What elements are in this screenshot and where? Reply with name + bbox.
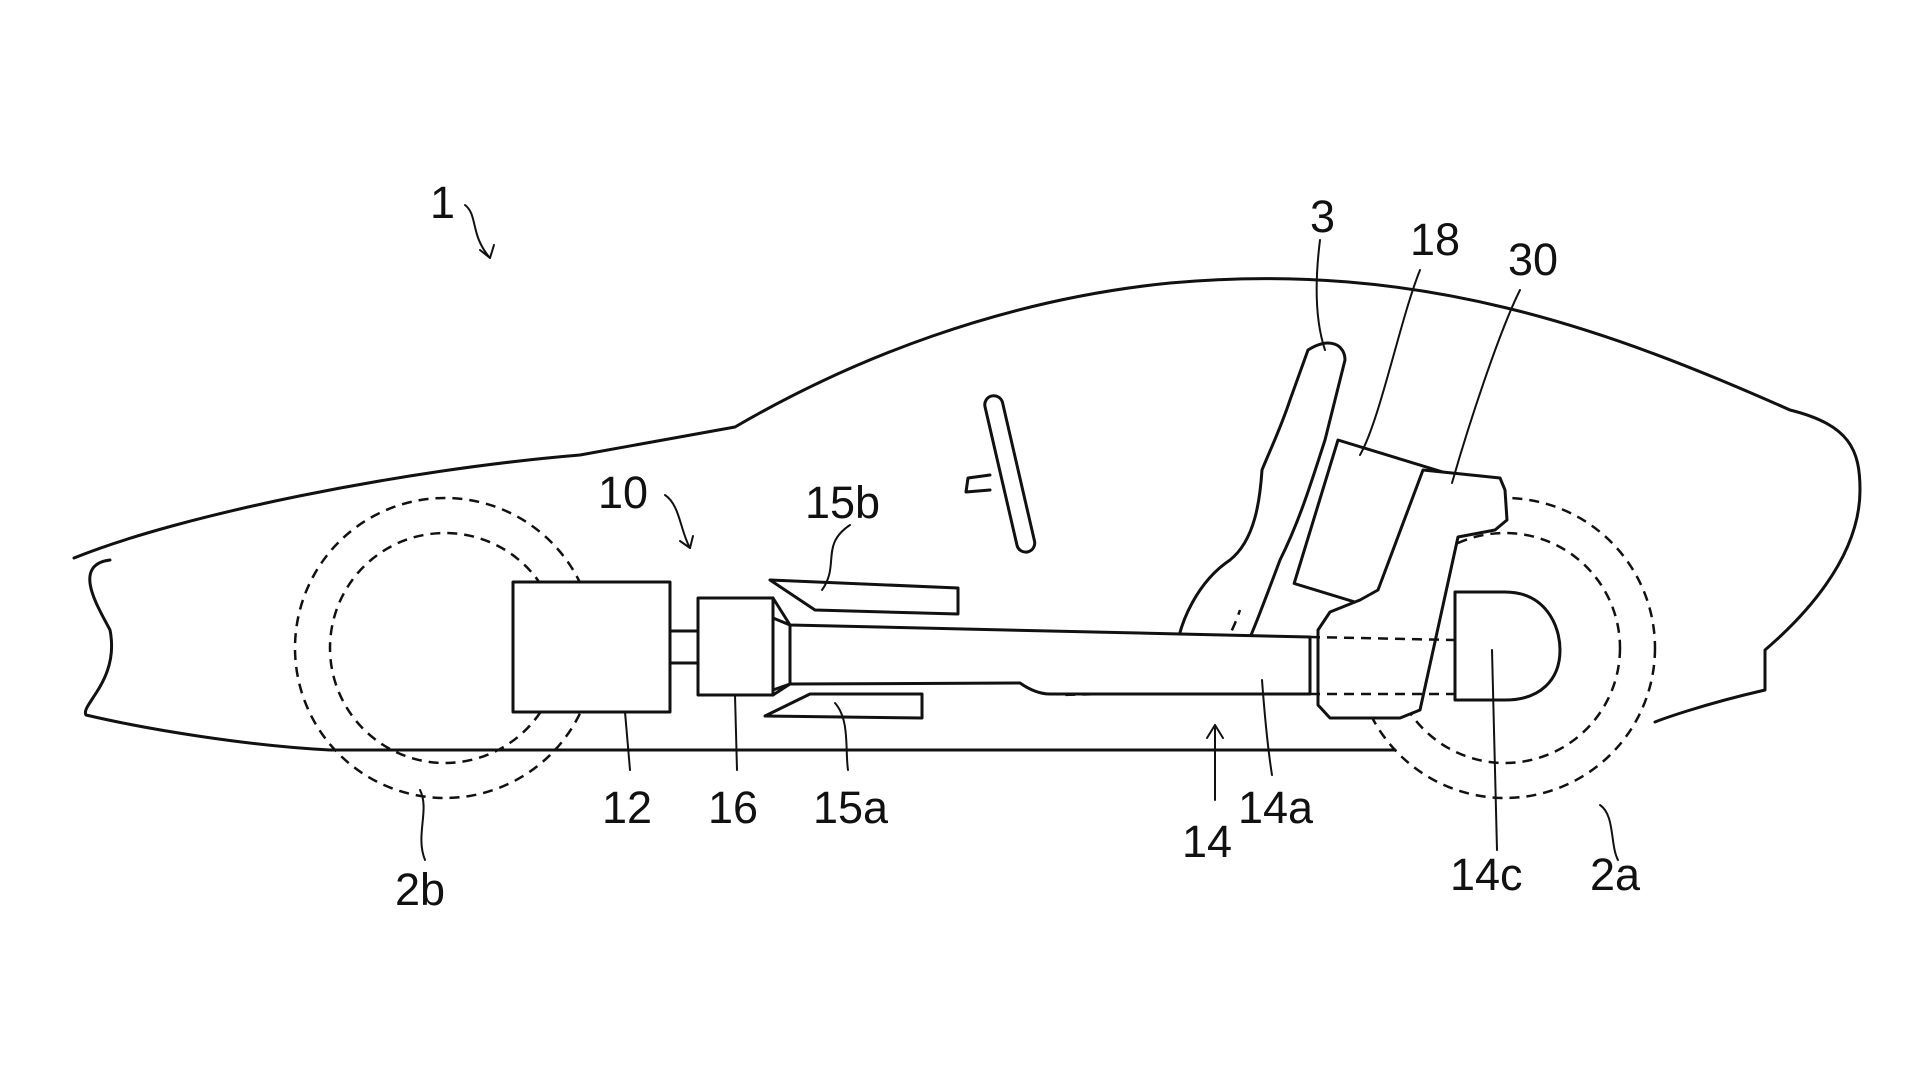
leader-engine bbox=[624, 711, 631, 771]
leader-exhaust-lower bbox=[834, 702, 849, 771]
label-seat: 3 bbox=[1310, 191, 1335, 242]
label-subframe: 30 bbox=[1508, 234, 1558, 285]
leader-lines bbox=[419, 204, 1619, 861]
label-battery: 18 bbox=[1410, 214, 1460, 265]
leader-powertrain bbox=[664, 494, 691, 549]
reference-labels: 1 3 18 30 10 15b 12 16 15a 14a 14 14c 2a… bbox=[395, 177, 1641, 915]
steering-wheel bbox=[964, 394, 1037, 554]
label-rear-wheel: 2a bbox=[1590, 849, 1641, 900]
label-transmission: 16 bbox=[708, 782, 758, 833]
label-exhaust-lower: 15a bbox=[813, 782, 889, 833]
leader-tube-14a bbox=[1261, 679, 1273, 776]
label-engine: 12 bbox=[602, 782, 652, 833]
torque-tube-assembly bbox=[771, 609, 1456, 697]
leader-seat bbox=[1315, 239, 1326, 351]
torque-tube bbox=[771, 616, 1312, 696]
label-powertrain: 10 bbox=[598, 467, 648, 518]
label-front-wheel: 2b bbox=[395, 864, 445, 915]
engine bbox=[511, 580, 672, 714]
leader-transmission bbox=[734, 694, 738, 771]
leader-subframe bbox=[1451, 289, 1521, 484]
leader-rear-wheel bbox=[1599, 804, 1619, 861]
label-tube-14a: 14a bbox=[1238, 782, 1314, 833]
leader-exhaust-upper bbox=[821, 524, 851, 591]
label-exhaust-upper: 15b bbox=[805, 477, 880, 528]
transmission-bellhousing bbox=[771, 596, 792, 697]
leader-vehicle bbox=[464, 204, 491, 259]
rear-unit bbox=[1453, 590, 1562, 702]
leader-powertrain-arrow bbox=[679, 535, 694, 549]
leader-battery bbox=[1359, 269, 1421, 456]
leader-vehicle-arrow bbox=[479, 244, 495, 259]
label-rear-unit: 14c bbox=[1450, 849, 1523, 900]
label-tube-14: 14 bbox=[1182, 816, 1232, 867]
exhaust-lower bbox=[763, 692, 924, 720]
car-body-outline bbox=[72, 277, 1862, 752]
leader-tube-14-arrow bbox=[1206, 724, 1224, 739]
transmission bbox=[696, 596, 775, 697]
leader-rear-unit bbox=[1491, 649, 1498, 851]
leader-front-wheel bbox=[419, 789, 426, 861]
engine-shaft bbox=[668, 629, 700, 665]
subframe bbox=[1316, 468, 1509, 720]
tube-rear-dashed bbox=[1309, 635, 1456, 696]
label-vehicle: 1 bbox=[430, 177, 455, 228]
exhaust-upper bbox=[768, 578, 960, 616]
